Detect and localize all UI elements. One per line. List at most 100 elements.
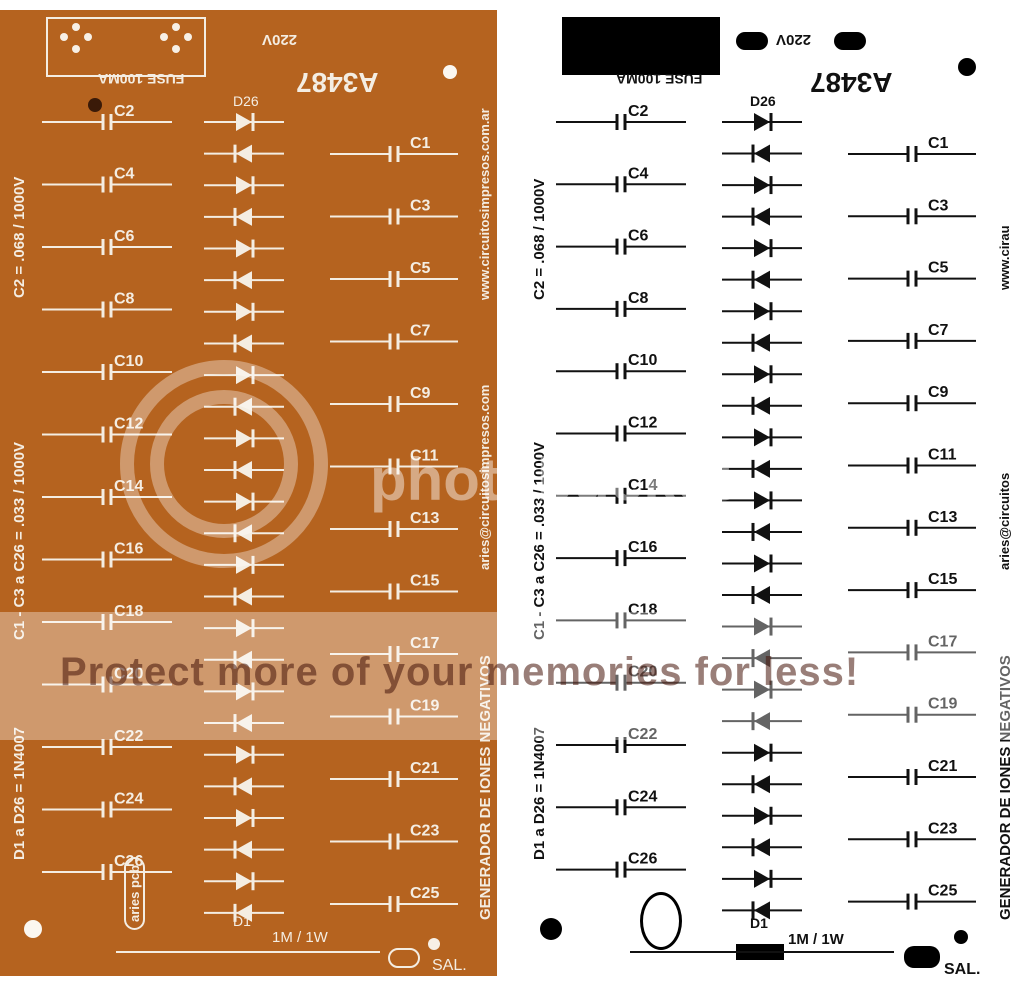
output-pad (904, 946, 940, 968)
resistor-label: 1M / 1W (272, 929, 328, 946)
capacitor-label: C10 (628, 352, 657, 369)
capacitor-label: C11 (928, 447, 957, 464)
diode-body (236, 650, 252, 669)
diode-body (236, 745, 252, 764)
diode-body (754, 396, 770, 415)
capacitor-label: C26 (628, 851, 657, 868)
diode-body (754, 680, 770, 699)
output-pad (388, 948, 420, 968)
capacitor-label: C19 (410, 698, 439, 715)
aries-logo-outline (640, 892, 682, 950)
voltage-pad (834, 32, 866, 50)
diode-body (754, 365, 770, 384)
diode-body (236, 144, 252, 163)
diode-body (754, 838, 770, 857)
watermark-ring (150, 390, 298, 538)
capacitor-label: C6 (114, 228, 135, 245)
capacitor-label: C10 (114, 353, 143, 370)
output-label: SAL. (432, 957, 467, 974)
diode-body (236, 714, 252, 733)
capacitor-label: C8 (114, 291, 135, 308)
watermark-band (0, 612, 1023, 740)
diode-body (754, 775, 770, 794)
diode-body (754, 586, 770, 605)
diode-body (754, 491, 770, 510)
capacitor-label: C14 (628, 477, 657, 494)
diode-body (754, 743, 770, 762)
capacitor-label: C11 (410, 448, 439, 465)
fuse-hole (160, 33, 168, 41)
capacitor-label: C19 (928, 696, 957, 713)
fuse-hole (60, 33, 68, 41)
capacitor-label: C6 (628, 228, 649, 245)
capacitor-label: C22 (628, 726, 657, 743)
capacitor-label: C7 (928, 322, 949, 339)
capacitor-label: C5 (410, 260, 431, 277)
capacitor-label: C16 (114, 541, 143, 558)
diode-body (236, 619, 252, 638)
diode-body (754, 459, 770, 478)
diode-body (236, 207, 252, 226)
mounting-hole (540, 918, 562, 940)
diode-body (236, 334, 252, 353)
diode-body (236, 903, 252, 922)
diode-body (754, 869, 770, 888)
watermark-text: Protect more of your memories for less! (60, 650, 860, 694)
diode-body (236, 113, 252, 131)
diode-body (754, 144, 770, 163)
watermark-logo: photobucket (370, 446, 730, 513)
capacitor-label: C20 (628, 664, 657, 681)
diode-top-label: D26 (750, 93, 776, 109)
capacitor-label: C24 (628, 788, 657, 805)
capacitor-label: C18 (114, 603, 143, 620)
diode-body (236, 587, 252, 606)
mounting-hole (958, 58, 976, 76)
voltage-pad (736, 32, 768, 50)
mounting-hole (24, 920, 42, 938)
capacitor-label: C23 (410, 823, 439, 840)
diode-body (236, 239, 252, 258)
diode-body (754, 207, 770, 226)
capacitor-label: C2 (628, 103, 649, 120)
drill-hole (954, 930, 968, 944)
diode-body (236, 808, 252, 827)
capacitor-label: C1 (410, 135, 431, 152)
capacitor-label: C13 (928, 509, 957, 526)
capacitor-label: C16 (628, 539, 657, 556)
capacitor-label: C17 (928, 633, 957, 650)
capacitor-label: C21 (410, 760, 439, 777)
diode-body (236, 271, 252, 290)
capacitor-label: C24 (114, 791, 143, 808)
capacitor-label: C15 (928, 571, 957, 588)
diode-body (754, 554, 770, 573)
drill-hole (88, 98, 102, 112)
diode-body (754, 176, 770, 195)
diode-body (236, 872, 252, 891)
diode-body (754, 239, 770, 258)
capacitor-label: C21 (928, 758, 957, 775)
diode-body (754, 428, 770, 447)
diode-body (236, 176, 252, 195)
diode-body (754, 302, 770, 321)
fuse-hole (72, 23, 80, 31)
resistor-label: 1M / 1W (788, 931, 844, 948)
capacitor-label: C23 (928, 820, 957, 837)
capacitor-label: C17 (410, 635, 439, 652)
fuse-holder-outline (46, 17, 206, 77)
diode-body (754, 617, 770, 636)
fuse-hole (72, 45, 80, 53)
capacitor-label: C20 (114, 666, 143, 683)
fuse-hole (172, 45, 180, 53)
fuse-holder-mask (562, 17, 720, 75)
diode-body (754, 901, 770, 920)
diode-body (754, 522, 770, 541)
capacitor-label: C2 (114, 103, 135, 120)
capacitor-label: C3 (928, 197, 949, 214)
capacitor-label: C15 (410, 573, 439, 590)
fuse-hole (172, 23, 180, 31)
capacitor-label: C13 (410, 510, 439, 527)
mounting-hole (443, 65, 457, 79)
capacitor-label: C18 (628, 601, 657, 618)
fuse-hole (84, 33, 92, 41)
capacitor-label: C4 (114, 166, 135, 183)
